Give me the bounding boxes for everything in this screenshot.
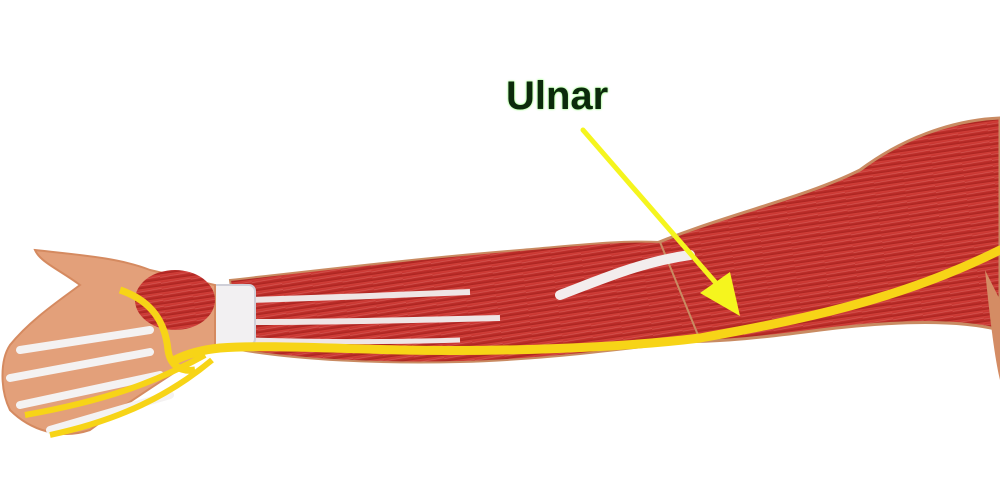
upper-arm	[638, 116, 1000, 344]
ulnar-nerve	[170, 245, 1000, 365]
pointer-arrow	[580, 127, 740, 316]
nerve-label: Ulnar	[506, 74, 609, 118]
tendon	[555, 250, 695, 300]
